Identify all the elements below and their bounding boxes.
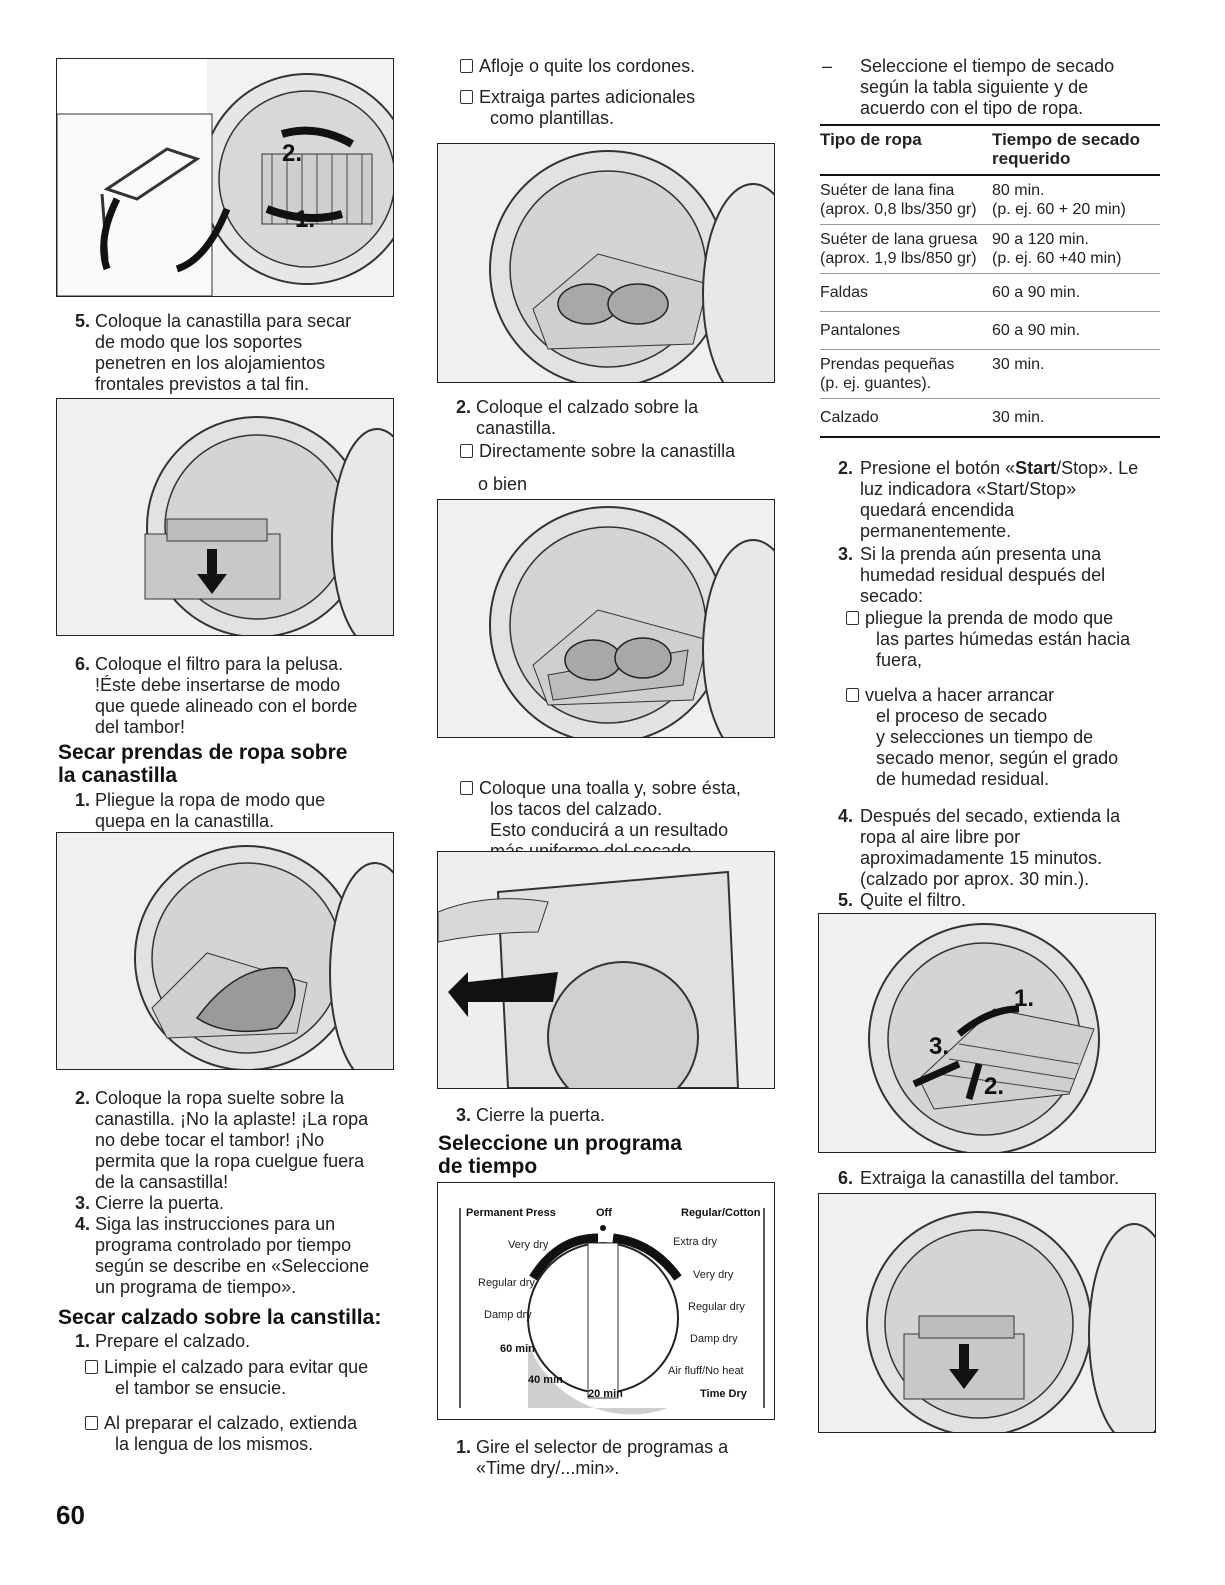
dial-60-min: 60 min bbox=[500, 1343, 535, 1355]
dial-off: Off bbox=[596, 1207, 612, 1219]
drying-time-table: Tipo de ropa Tiempo de secado requerido … bbox=[820, 124, 1160, 438]
checkbox-icon bbox=[460, 444, 473, 458]
close-door-illustration bbox=[438, 852, 774, 1088]
program-dial-panel: Permanent Press Off Regular/Cotton Very … bbox=[437, 1182, 775, 1420]
col3-step-5: 5. Quite el filtro. bbox=[838, 890, 967, 910]
shoes-direct-illustration bbox=[438, 144, 774, 382]
dial-regular-dry-right: Regular dry bbox=[688, 1301, 745, 1313]
checkbox-icon bbox=[85, 1416, 98, 1430]
dial-extra-dry: Extra dry bbox=[673, 1236, 718, 1248]
clothes-rack-illustration bbox=[57, 833, 393, 1069]
table-header-time: Tiempo de secado requerido bbox=[992, 124, 1160, 176]
figure-shoes-direct bbox=[437, 143, 775, 383]
step-6: 6. Coloque el filtro para la pelusa. !És… bbox=[75, 654, 358, 737]
table-header-row: Tipo de ropa Tiempo de secado requerido bbox=[820, 124, 1160, 176]
fig-remove-label-2: 2. bbox=[984, 1073, 1004, 1100]
shoes-step-1: 1. Prepare el calzado. bbox=[75, 1331, 251, 1351]
clothes-step-1: 1. Pliegue la ropa de modo que quepa en … bbox=[75, 790, 326, 831]
table-row: Prendas pequeñas(p. ej. guantes). 30 min… bbox=[820, 349, 1160, 399]
heading-shoes-on-rack: Secar calzado sobre la canstilla: bbox=[58, 1306, 382, 1329]
fig-remove-label-3: 3. bbox=[929, 1033, 949, 1060]
col2-or: o bien bbox=[478, 474, 528, 494]
col2-step-3: 3. Cierre la puerta. bbox=[456, 1105, 606, 1125]
dial-damp-dry-left: Damp dry bbox=[484, 1309, 532, 1321]
col3-bullet-restart: vuelva a hacer arrancar el proceso de se… bbox=[846, 685, 1176, 790]
table-header-type: Tipo de ropa bbox=[820, 124, 992, 176]
shoes-bullet-clean: Limpie el calzado para evitar que el tam… bbox=[85, 1357, 415, 1399]
col3-bullet-fold: pliegue la prenda de modo que las partes… bbox=[846, 608, 1176, 671]
dial-regular-cotton: Regular/Cotton bbox=[681, 1207, 761, 1219]
dial-air-fluff: Air fluff/No heat bbox=[668, 1365, 744, 1377]
table-row: Suéter de lana gruesa(aprox. 1,9 lbs/850… bbox=[820, 224, 1160, 274]
clothes-step-2: 2. Coloque la ropa suelte sobre la canas… bbox=[75, 1088, 369, 1192]
table-row: Faldas 60 a 90 min. bbox=[820, 273, 1160, 312]
rack-insert-illustration: 2. 1. bbox=[57, 59, 393, 296]
clothes-step-4: 4. Siga las instrucciones para un progra… bbox=[75, 1214, 370, 1297]
heading-time-program: Seleccione un programa de tiempo bbox=[438, 1132, 682, 1178]
col3-step-2: 2. Presione el botón «Start/Stop». Le lu… bbox=[838, 458, 1139, 541]
heading-clothes-on-rack: Secar prendas de ropa sobre la canastill… bbox=[58, 741, 348, 787]
col3-step-3: 3. Si la prenda aún presenta una humedad… bbox=[838, 544, 1106, 606]
clothes-step-3: 3. Cierre la puerta. bbox=[75, 1193, 225, 1213]
shoes-towel-illustration bbox=[438, 500, 774, 737]
filter-insert-illustration bbox=[57, 399, 393, 635]
dial-permanent-press: Permanent Press bbox=[466, 1207, 556, 1219]
figure-remove-rack: 1. 2. 3. bbox=[818, 913, 1156, 1153]
checkbox-icon bbox=[460, 781, 473, 795]
checkbox-icon bbox=[460, 59, 473, 73]
col2-step-1: 1. Gire el selector de programas a «Time… bbox=[456, 1437, 729, 1478]
col2-bullet-laces: Afloje o quite los cordones. bbox=[460, 56, 790, 77]
table-row: Suéter de lana fina(aprox. 0,8 lbs/350 g… bbox=[820, 175, 1160, 225]
fig-remove-label-1: 1. bbox=[1014, 985, 1034, 1012]
dial-very-dry-right: Very dry bbox=[693, 1269, 734, 1281]
figure-shoes-towel bbox=[437, 499, 775, 738]
figure-remove-rack-drum bbox=[818, 1193, 1156, 1433]
shoes-bullet-tongue: Al preparar el calzado, extienda la leng… bbox=[85, 1413, 415, 1455]
dial-time-dry: Time Dry bbox=[700, 1388, 748, 1400]
figure-filter-insert bbox=[56, 398, 394, 636]
remove-rack-drum-illustration bbox=[819, 1194, 1155, 1432]
col3-step-6: 6. Extraiga la canastilla del tambor. bbox=[838, 1168, 1120, 1188]
col2-bullet-towel: Coloque una toalla y, sobre ésta, los ta… bbox=[460, 778, 790, 862]
checkbox-icon bbox=[846, 611, 859, 625]
figure-clothes-on-rack bbox=[56, 832, 394, 1070]
col3-step-4: 4. Después del secado, extienda la ropa … bbox=[838, 806, 1121, 889]
figure-rack-insert: 2. 1. bbox=[56, 58, 394, 297]
table-row: Calzado 30 min. bbox=[820, 398, 1160, 438]
checkbox-icon bbox=[460, 90, 473, 104]
checkbox-icon bbox=[846, 688, 859, 702]
table-row: Pantalones 60 a 90 min. bbox=[820, 311, 1160, 350]
page-number: 60 bbox=[56, 1500, 85, 1530]
figure-close-door bbox=[437, 851, 775, 1089]
col2-step-2: 2. Coloque el calzado sobre la canastill… bbox=[456, 397, 699, 438]
dial-20-min: 20 min bbox=[588, 1388, 623, 1400]
dial-damp-dry-right: Damp dry bbox=[690, 1333, 738, 1345]
dial-40-min: 40 min bbox=[528, 1374, 563, 1386]
program-dial-illustration: Permanent Press Off Regular/Cotton Very … bbox=[438, 1183, 774, 1419]
fig1-label-2: 2. bbox=[282, 140, 302, 167]
dial-very-dry-left: Very dry bbox=[508, 1239, 549, 1251]
dial-regular-dry-left: Regular dry bbox=[478, 1277, 535, 1289]
checkbox-icon bbox=[85, 1360, 98, 1374]
fig1-label-1: 1. bbox=[295, 206, 315, 233]
col2-bullet-insoles: Extraiga partes adicionales como plantil… bbox=[460, 87, 790, 129]
step-5: 5. Coloque la canastilla para secar de m… bbox=[75, 311, 352, 394]
remove-rack-illustration: 1. 2. 3. bbox=[819, 914, 1155, 1152]
col2-bullet-direct: Directamente sobre la canastilla bbox=[460, 441, 790, 462]
col3-intro: – Seleccione el tiempo de secado según l… bbox=[822, 56, 1115, 118]
